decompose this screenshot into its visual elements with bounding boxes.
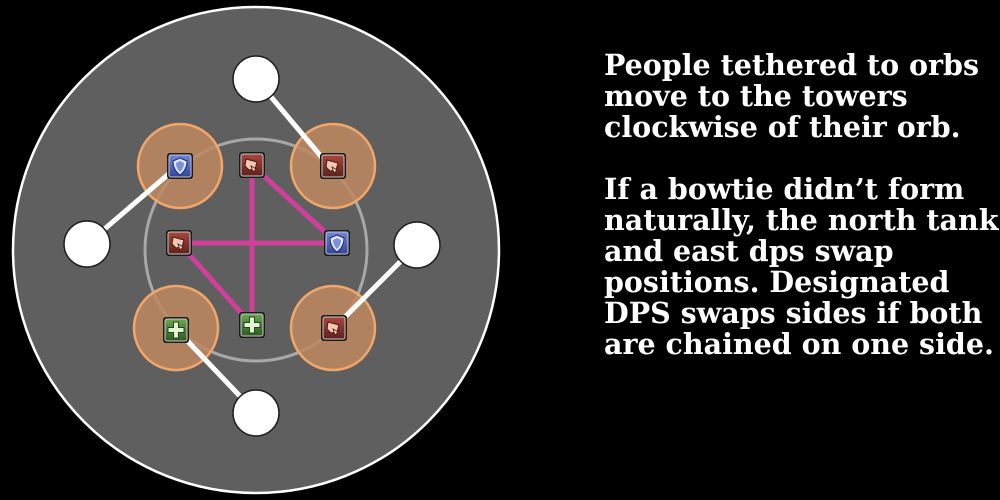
text-line: If a bowtie didn’t form <box>604 172 965 206</box>
paragraph-bowtie-rule: If a bowtie didn’t form naturally, the n… <box>604 172 999 361</box>
text-line: positions. Designated <box>604 265 950 299</box>
text-line: move to the towers <box>604 79 908 113</box>
arena-diagram <box>11 5 501 495</box>
tank-icon <box>324 230 350 256</box>
tank-icon <box>167 153 193 179</box>
text-line: and east dps swap <box>604 234 894 268</box>
chain-lines <box>176 162 340 328</box>
text-line: clockwise of their orb. <box>604 110 961 144</box>
paragraph-orb-rule: People tethered to orbs move to the towe… <box>604 50 994 143</box>
healer-icon <box>163 317 189 343</box>
orb-south <box>232 389 280 437</box>
arena-floor <box>11 5 501 495</box>
text-line: DPS swaps sides if both <box>604 296 983 330</box>
dps-icon <box>320 153 346 179</box>
dps-icon <box>166 230 192 256</box>
dps-icon <box>239 152 265 178</box>
text-line: naturally, the north tank <box>604 203 999 237</box>
orb-east <box>393 221 441 269</box>
dps-icon <box>321 315 347 341</box>
text-line: are chained on one side. <box>604 327 994 361</box>
chain-north-east <box>249 162 340 246</box>
inner-ring <box>143 137 369 363</box>
orb-west <box>63 220 111 268</box>
text-line: People tethered to orbs <box>604 48 980 82</box>
explanation-text: People tethered to orbs move to the towe… <box>604 50 999 391</box>
orb-north <box>232 55 280 103</box>
healer-icon <box>239 312 265 338</box>
chain-west-south <box>176 240 255 328</box>
